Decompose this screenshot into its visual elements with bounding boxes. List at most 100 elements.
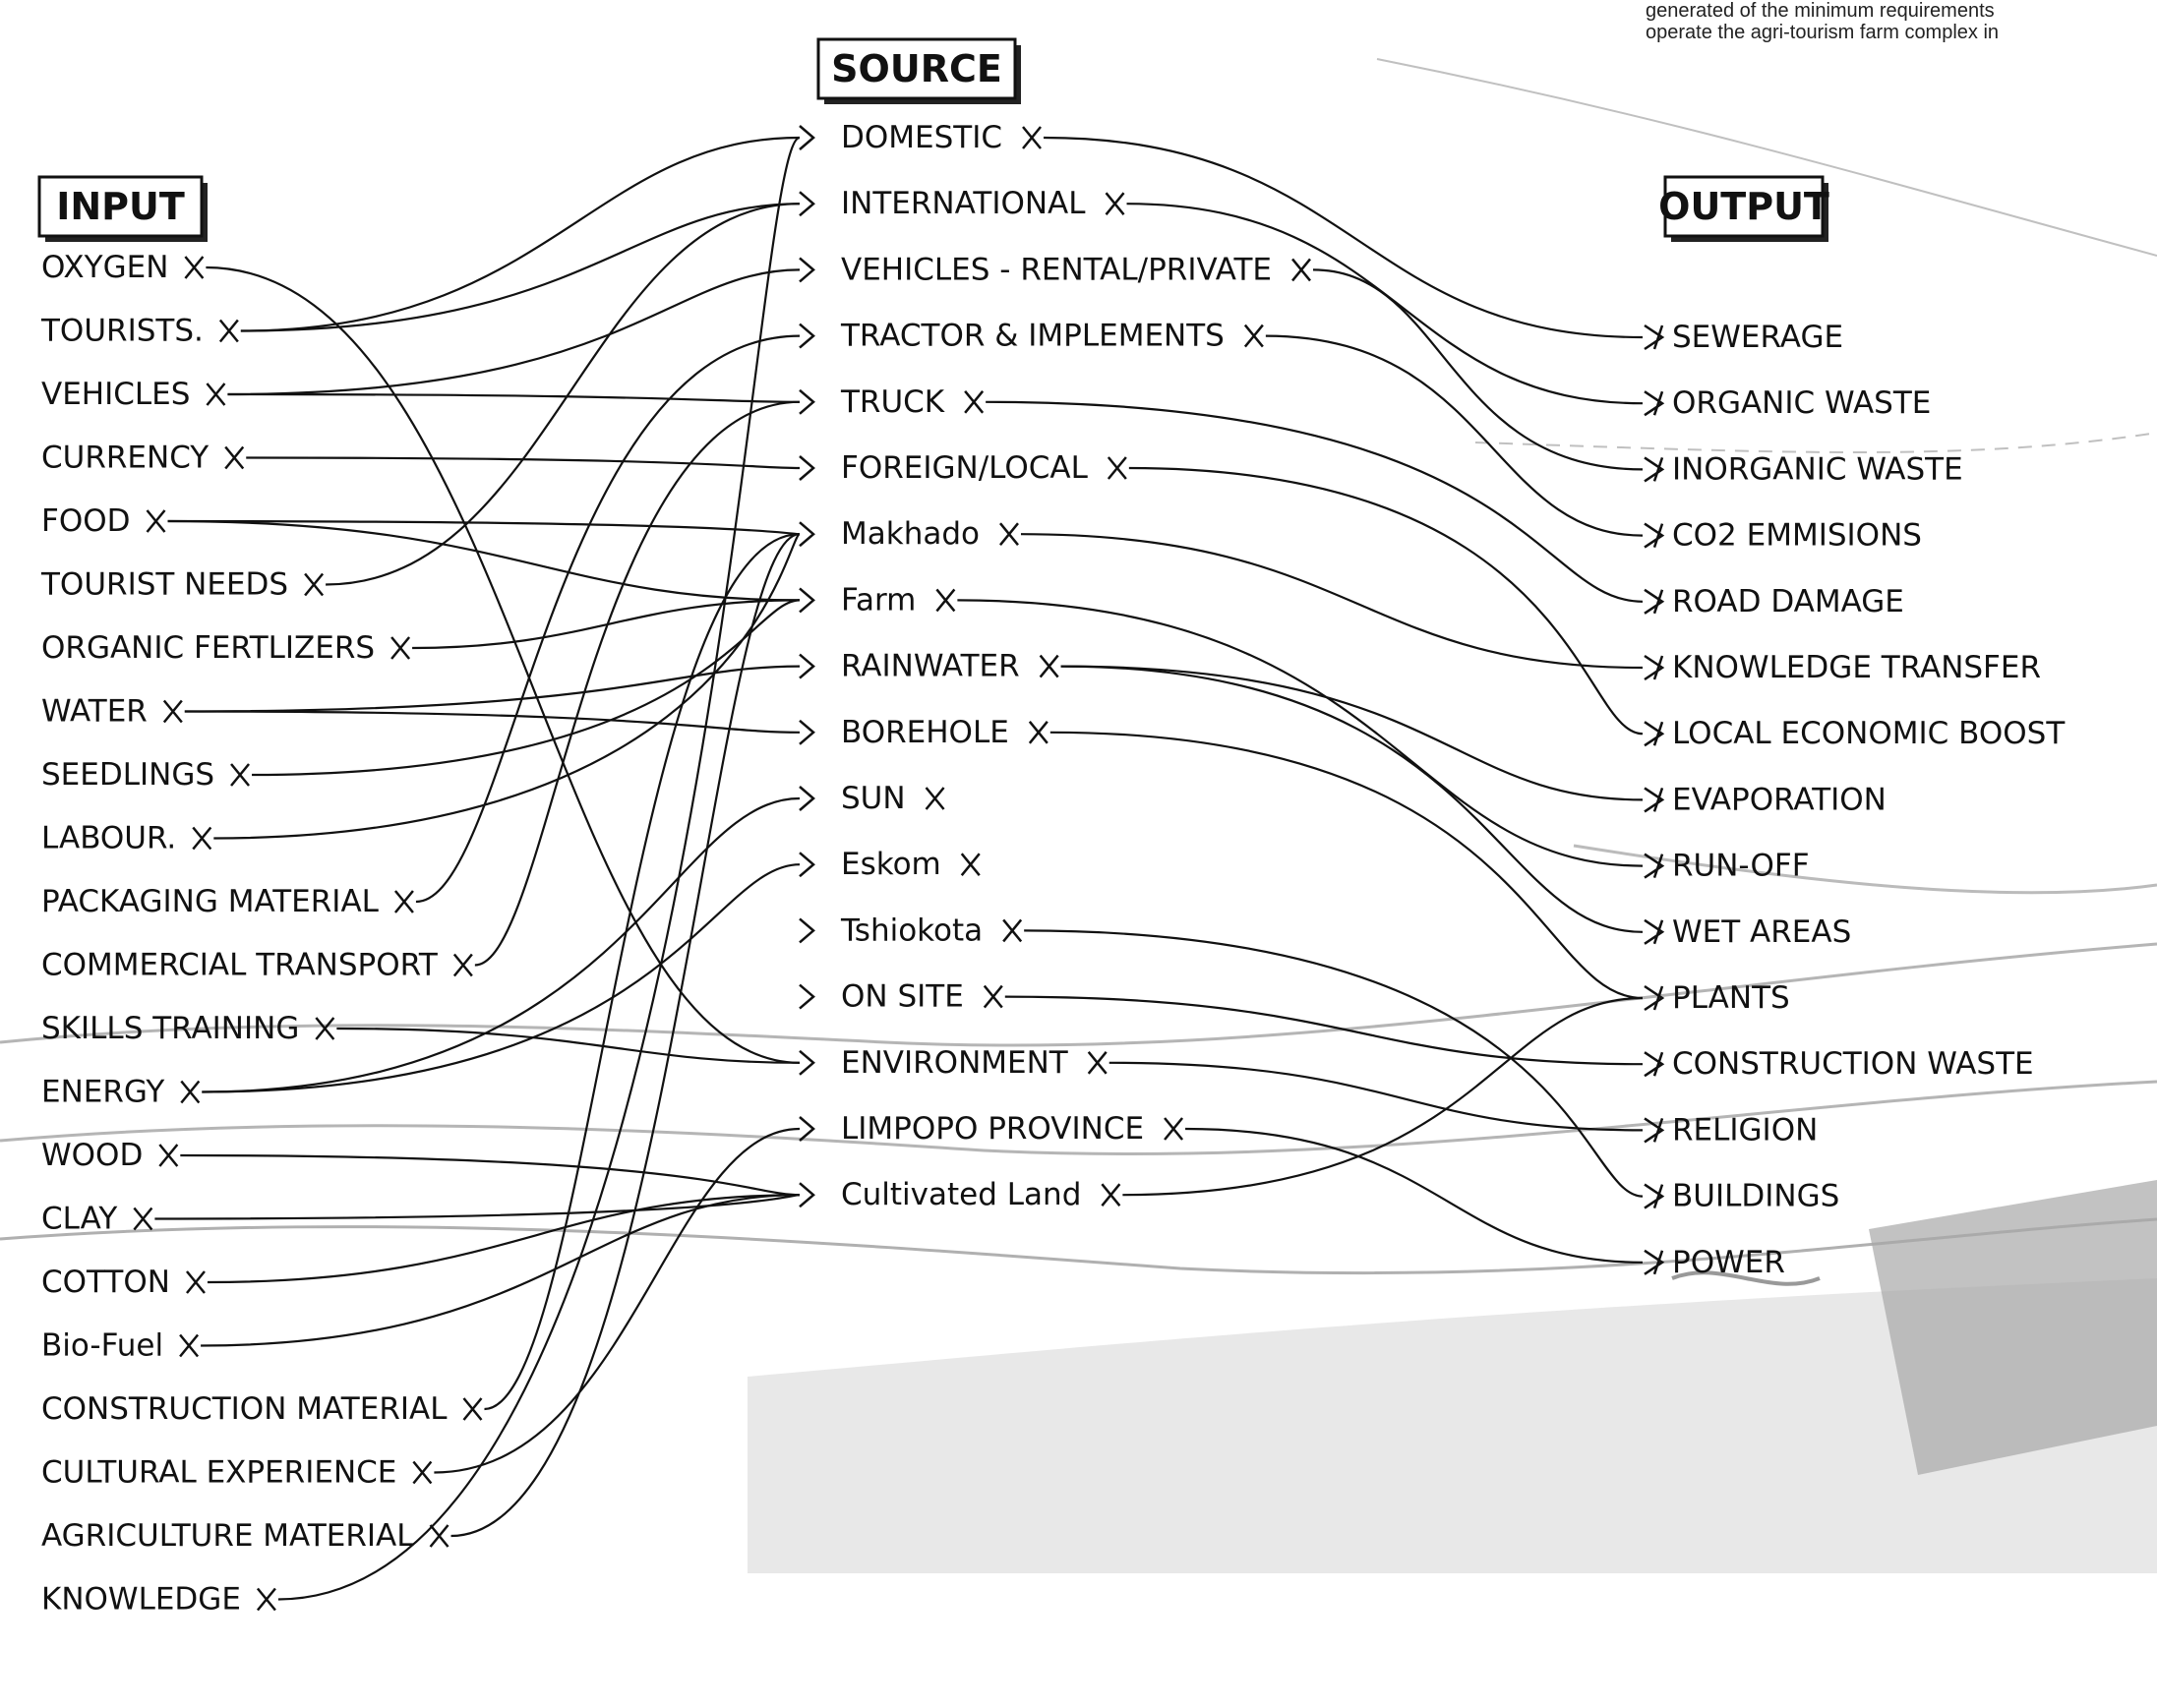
input-source-link (180, 1153, 801, 1197)
input-item-bio-fuel: Bio-Fuel (41, 1328, 163, 1364)
input-node-mark (184, 256, 205, 279)
source-arrow-mark (799, 983, 815, 1010)
source-item-environment: ENVIRONMENT (841, 1045, 1069, 1081)
source-node-mark (983, 984, 1003, 1009)
output-arrow-mark (1644, 1249, 1665, 1275)
landscape-sketch-background (0, 58, 2157, 1573)
input-source-link (326, 203, 801, 586)
source-output-link (1044, 136, 1644, 339)
input-source-link (227, 268, 801, 396)
source-item-tshiokota: Tshiokota (840, 913, 983, 948)
input-node-mark (462, 1397, 483, 1421)
source-output-link (1060, 665, 1644, 933)
source-output-link (1122, 996, 1644, 1197)
source-arrow-mark (799, 323, 815, 349)
input-node-mark (158, 1144, 179, 1167)
input-item-tourists: TOURISTS. (40, 314, 204, 349)
input-source-link (246, 456, 801, 470)
output-arrow-mark (1644, 522, 1665, 549)
output-arrow-mark (1644, 1183, 1665, 1209)
input-node-mark (133, 1207, 153, 1231)
output-item-local-economic-boost: LOCAL ECONOMIC BOOST (1672, 716, 2066, 751)
input-header: INPUT (37, 175, 208, 242)
source-output-link (1024, 929, 1644, 1198)
output-arrow-mark (1644, 918, 1665, 945)
input-node-mark (146, 509, 166, 533)
input-item-seedlings: SEEDLINGS (41, 757, 214, 793)
source-arrow-mark (799, 719, 815, 745)
input-node-mark (429, 1524, 449, 1548)
source-item-limpopo-province: LIMPOPO PROVINCE (841, 1111, 1144, 1147)
output-item-power: POWER (1672, 1245, 1785, 1280)
output-item-run-off: RUN-OFF (1672, 849, 1810, 884)
source-node-mark (925, 787, 945, 810)
input-node-mark (224, 445, 245, 470)
input-source-link (154, 1194, 801, 1220)
input-source-link (240, 136, 801, 332)
source-node-mark (1101, 1183, 1121, 1207)
source-item-farm: Farm (841, 582, 916, 618)
source-node-mark (960, 853, 981, 876)
output-item-road-damage: ROAD DAMAGE (1672, 584, 1904, 619)
source-item-foreign-local: FOREIGN/LOCAL (841, 450, 1089, 486)
source-node-mark (1291, 258, 1311, 282)
input-source-link (450, 533, 801, 1538)
labels-layer: INPUTSOURCEOUTPUTOXYGENTOURISTS.VEHICLES… (37, 37, 2066, 1618)
caption-fragment: generated of the minimum requirements op… (1646, 0, 2157, 43)
output-item-evaporation: EVAPORATION (1672, 782, 1887, 817)
input-item-packaging-material: PACKAGING MATERIAL (41, 884, 380, 919)
source-output-link (1313, 268, 1644, 471)
source-node-mark (1107, 456, 1127, 480)
input-node-mark (218, 319, 239, 343)
input-source-link (207, 1194, 801, 1284)
input-item-labour: LABOUR. (41, 821, 176, 856)
input-node-mark (162, 699, 183, 724)
connection-lines (154, 136, 1644, 1601)
input-node-mark (390, 636, 411, 660)
input-source-link (167, 519, 801, 602)
output-arrow-mark (1644, 721, 1665, 747)
output-item-construction-waste: CONSTRUCTION WASTE (1672, 1046, 2034, 1082)
input-item-cotton: COTTON (41, 1265, 170, 1300)
input-node-mark (186, 1270, 206, 1294)
input-source-link (202, 863, 801, 1093)
input-source-link (412, 599, 801, 650)
input-source-link (277, 136, 801, 1601)
input-item-water: WATER (41, 694, 148, 730)
source-output-link (1049, 731, 1644, 1000)
output-header: OUTPUT (1658, 175, 1829, 242)
input-node-mark (304, 572, 325, 597)
input-item-clay: CLAY (41, 1202, 117, 1237)
source-node-mark (935, 588, 956, 613)
source-arrow-mark (799, 191, 815, 217)
source-item-sun: SUN (841, 781, 906, 816)
source-item-rainwater: RAINWATER (841, 649, 1020, 684)
input-source-link (240, 203, 801, 332)
input-source-link (227, 392, 801, 403)
source-item-cultivated-land: Cultivated Land (841, 1177, 1081, 1212)
input-item-wood: WOOD (41, 1138, 143, 1173)
input-node-mark (256, 1587, 276, 1612)
input-node-mark (393, 890, 414, 913)
output-arrow-mark (1644, 984, 1665, 1012)
source-item-domestic: DOMESTIC (841, 120, 1002, 155)
source-output-link (957, 599, 1644, 867)
input-source-link (201, 1194, 801, 1347)
source-item-eskom: Eskom (841, 847, 941, 882)
input-source-link (167, 519, 801, 536)
input-source-link (184, 665, 801, 713)
output-arrow-mark (1644, 456, 1665, 483)
source-node-mark (1164, 1117, 1184, 1141)
source-output-link (1128, 466, 1644, 736)
source-node-mark (1243, 324, 1264, 348)
output-item-plants: PLANTS (1672, 980, 1790, 1016)
source-item-makhado: Makhado (841, 516, 980, 552)
output-arrow-mark (1644, 787, 1665, 813)
input-item-agriculture-material: AGRICULTURE MATERIAL (41, 1518, 414, 1554)
source-node-mark (964, 390, 985, 414)
input-source-link (206, 265, 801, 1064)
output-arrow-mark (1644, 390, 1665, 417)
caption-line-1: generated of the minimum requirements (1646, 0, 1995, 22)
input-source-link (484, 533, 801, 1411)
source-arrow-mark (799, 653, 815, 679)
